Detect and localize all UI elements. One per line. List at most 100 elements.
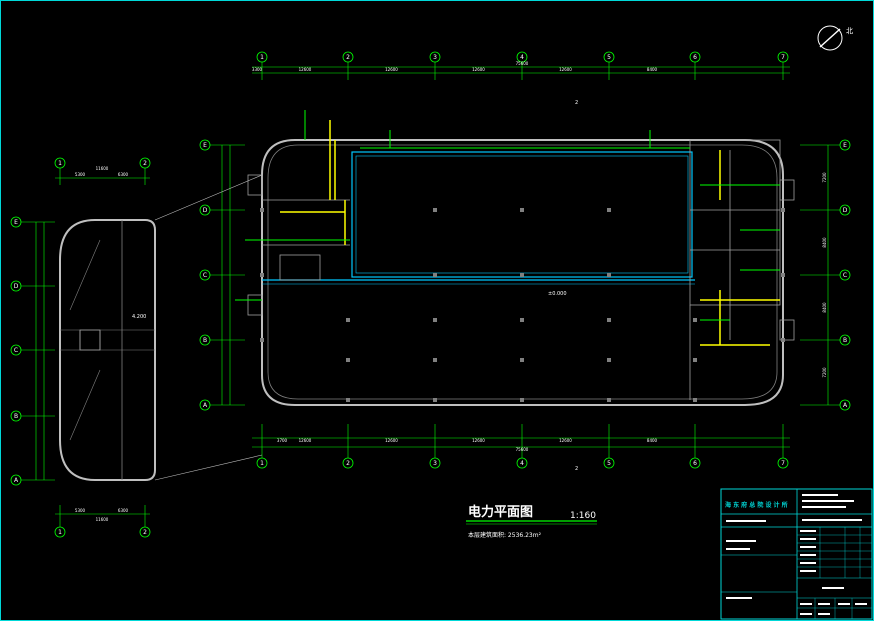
- detail-axis-left-C: C: [10, 344, 22, 356]
- axis-top-5: 5: [603, 51, 615, 63]
- detail-top-dim-total: 11600: [96, 166, 109, 171]
- top-dim-1: 12600: [299, 67, 312, 72]
- axis-top-3: 3: [429, 51, 441, 63]
- svg-text:D: D: [14, 283, 19, 290]
- detail-axis-top-1: 1: [54, 157, 66, 169]
- north-arrow-icon: 北: [817, 25, 853, 51]
- svg-text:D: D: [203, 207, 208, 214]
- branch-circuits: [235, 110, 780, 321]
- svg-text:B: B: [203, 337, 207, 344]
- svg-text:E: E: [14, 219, 18, 226]
- svg-text:A: A: [203, 402, 208, 409]
- svg-text:5: 5: [607, 460, 611, 467]
- top-dim-3: 12600: [472, 67, 485, 72]
- svg-text:1: 1: [58, 529, 62, 536]
- svg-text:4: 4: [520, 460, 524, 467]
- structural-columns: [260, 208, 785, 402]
- detail-axis-left-B: B: [10, 410, 22, 422]
- detail-axis-top-2: 2: [139, 157, 151, 169]
- drawing-scale: 1:160: [570, 511, 596, 521]
- axis-bottom-2: 2: [342, 457, 354, 469]
- detail-axis-left-A: A: [10, 474, 22, 486]
- svg-text:4: 4: [520, 54, 524, 61]
- svg-text:D: D: [843, 207, 848, 214]
- svg-text:B: B: [14, 413, 18, 420]
- axis-top-7: 7: [777, 51, 789, 63]
- detail-top-dim-0: 5300: [75, 172, 86, 177]
- axis-bottom-3: 3: [429, 457, 441, 469]
- elevation-main: ±0.000: [548, 291, 567, 297]
- axis-right-D: D: [839, 204, 851, 216]
- svg-text:C: C: [14, 347, 18, 354]
- svg-text:2: 2: [143, 160, 147, 167]
- power-wiring: [280, 120, 780, 346]
- axis-bottom-4: 4: [516, 457, 528, 469]
- svg-text:5: 5: [607, 54, 611, 61]
- axis-bottom-7: 7: [777, 457, 789, 469]
- svg-text:2: 2: [346, 54, 350, 61]
- bottom-dim-1: 12600: [299, 438, 312, 443]
- detail-leader-lines: [154, 174, 263, 481]
- top-dim-2: 12600: [385, 67, 398, 72]
- axis-right-B: B: [839, 334, 851, 346]
- top-dim-total: 75600: [516, 61, 529, 66]
- svg-text:3: 3: [433, 460, 437, 467]
- company-name: 海 东 府 总 院 设 计 所: [725, 501, 788, 509]
- svg-text:C: C: [843, 272, 847, 279]
- section-mark-bottom: 2: [575, 466, 578, 472]
- interior-walls: [247, 139, 795, 400]
- area-note: 本层建筑面积: 2536.23m²: [468, 531, 542, 539]
- detail-bottom-dim-1: 6300: [118, 508, 129, 513]
- bottom-dim-5: 8400: [647, 438, 658, 443]
- svg-text:C: C: [203, 272, 207, 279]
- svg-text:A: A: [843, 402, 848, 409]
- bottom-dim-total: 75600: [516, 447, 529, 452]
- svg-text:7: 7: [781, 54, 785, 61]
- axis-right-C: C: [839, 269, 851, 281]
- svg-text:2: 2: [346, 460, 350, 467]
- top-dim-0: 3300: [252, 67, 263, 72]
- main-dimensions: 3300 12600 12600 12600 12600 8400 75600 3700 126…: [221, 61, 829, 452]
- cable-tray: [262, 151, 695, 285]
- axis-top-6: 6: [689, 51, 701, 63]
- axis-bottom-5: 5: [603, 457, 615, 469]
- north-label: 北: [846, 27, 853, 35]
- right-dim-3: 7200: [822, 367, 827, 378]
- bottom-dim-0: 3700: [277, 438, 288, 443]
- axis-left-E: E: [199, 139, 211, 151]
- svg-text:2: 2: [143, 529, 147, 536]
- axis-left-B: B: [199, 334, 211, 346]
- svg-text:1: 1: [58, 160, 62, 167]
- drawing-title: 电力平面图: [468, 504, 533, 520]
- axis-bottom-1: 1: [256, 457, 268, 469]
- right-dim-2: 8400: [822, 302, 827, 313]
- bottom-dim-2: 12600: [385, 438, 398, 443]
- svg-text:6: 6: [693, 54, 697, 61]
- detail-bottom-dim-total: 11600: [96, 517, 109, 522]
- axis-left-D: D: [199, 204, 211, 216]
- svg-text:A: A: [14, 477, 19, 484]
- svg-text:1: 1: [260, 54, 264, 61]
- svg-text:7: 7: [781, 460, 785, 467]
- svg-text:1: 1: [260, 460, 264, 467]
- detail-axis-bottom-1: 1: [54, 526, 66, 538]
- axis-left-C: C: [199, 269, 211, 281]
- axis-top-1: 1: [256, 51, 268, 63]
- detail-building-outline: [59, 219, 156, 481]
- top-dim-4: 12600: [559, 67, 572, 72]
- axis-right-A: A: [839, 399, 851, 411]
- detail-axis-left-E: E: [10, 216, 22, 228]
- axis-left-A: A: [199, 399, 211, 411]
- svg-text:B: B: [843, 337, 847, 344]
- title-block: 海 东 府 总 院 设 计 所: [720, 488, 873, 620]
- detail-top-dim-1: 6300: [118, 172, 129, 177]
- svg-text:E: E: [843, 142, 847, 149]
- svg-text:E: E: [203, 142, 207, 149]
- axis-bottom-6: 6: [689, 457, 701, 469]
- bottom-dim-4: 12600: [559, 438, 572, 443]
- detail-axis-bottom-2: 2: [139, 526, 151, 538]
- main-building-outline: [261, 139, 784, 406]
